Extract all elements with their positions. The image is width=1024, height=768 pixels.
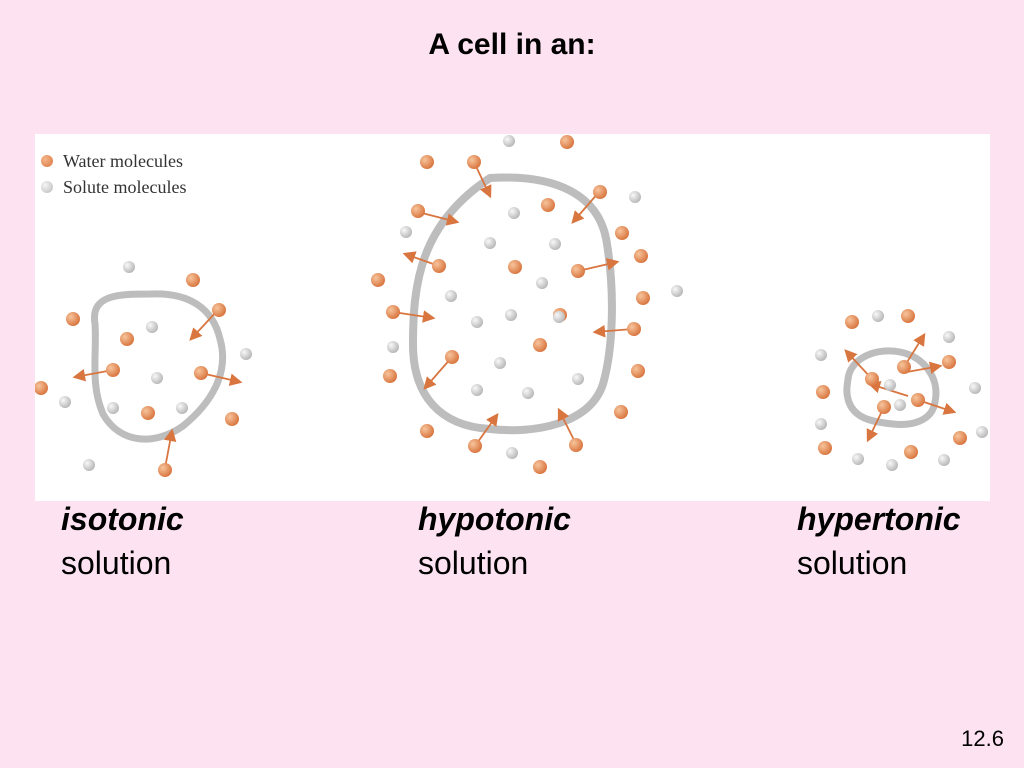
legend-item-solute: Solute molecules [41, 174, 186, 200]
isotonic-water-molecules [35, 273, 239, 477]
slide-number: 12.6 [961, 726, 1004, 751]
legend-item-water: Water molecules [41, 148, 186, 174]
hypertonic-label: hypertonic solution [797, 497, 961, 585]
hypotonic-solute-molecules [387, 135, 683, 459]
isotonic-label-word: solution [61, 545, 172, 581]
hypertonic-label-word: solution [797, 545, 908, 581]
legend-label-water: Water molecules [63, 150, 183, 171]
legend-label-solute: Solute molecules [63, 176, 187, 197]
hypertonic-membrane [843, 347, 940, 428]
isotonic-solute-molecules [59, 261, 252, 471]
osmosis-diagram: Water molecules Solute molecules [35, 134, 990, 501]
hypotonic-label-word: solution [418, 545, 529, 581]
hypertonic-water-molecules [816, 309, 967, 459]
isotonic-label: isotonic solution [61, 497, 184, 585]
isotonic-cell [35, 261, 252, 477]
hypotonic-water-molecules [371, 135, 650, 474]
isotonic-label-kind: isotonic [61, 501, 184, 537]
slide-title: A cell in an: [428, 28, 596, 61]
hypotonic-membrane [408, 173, 616, 435]
solute-molecule-icon [41, 181, 53, 193]
hypertonic-cell [815, 309, 988, 471]
legend: Water molecules Solute molecules [41, 148, 186, 200]
diagram-canvas [35, 135, 988, 477]
hypotonic-cell [371, 135, 683, 474]
water-molecule-icon [41, 155, 53, 167]
isotonic-membrane [91, 290, 227, 443]
hypertonic-solute-molecules [815, 310, 988, 471]
hypotonic-label-kind: hypotonic [418, 501, 571, 537]
hypotonic-label: hypotonic solution [418, 497, 571, 585]
hypertonic-label-kind: hypertonic [797, 501, 961, 537]
